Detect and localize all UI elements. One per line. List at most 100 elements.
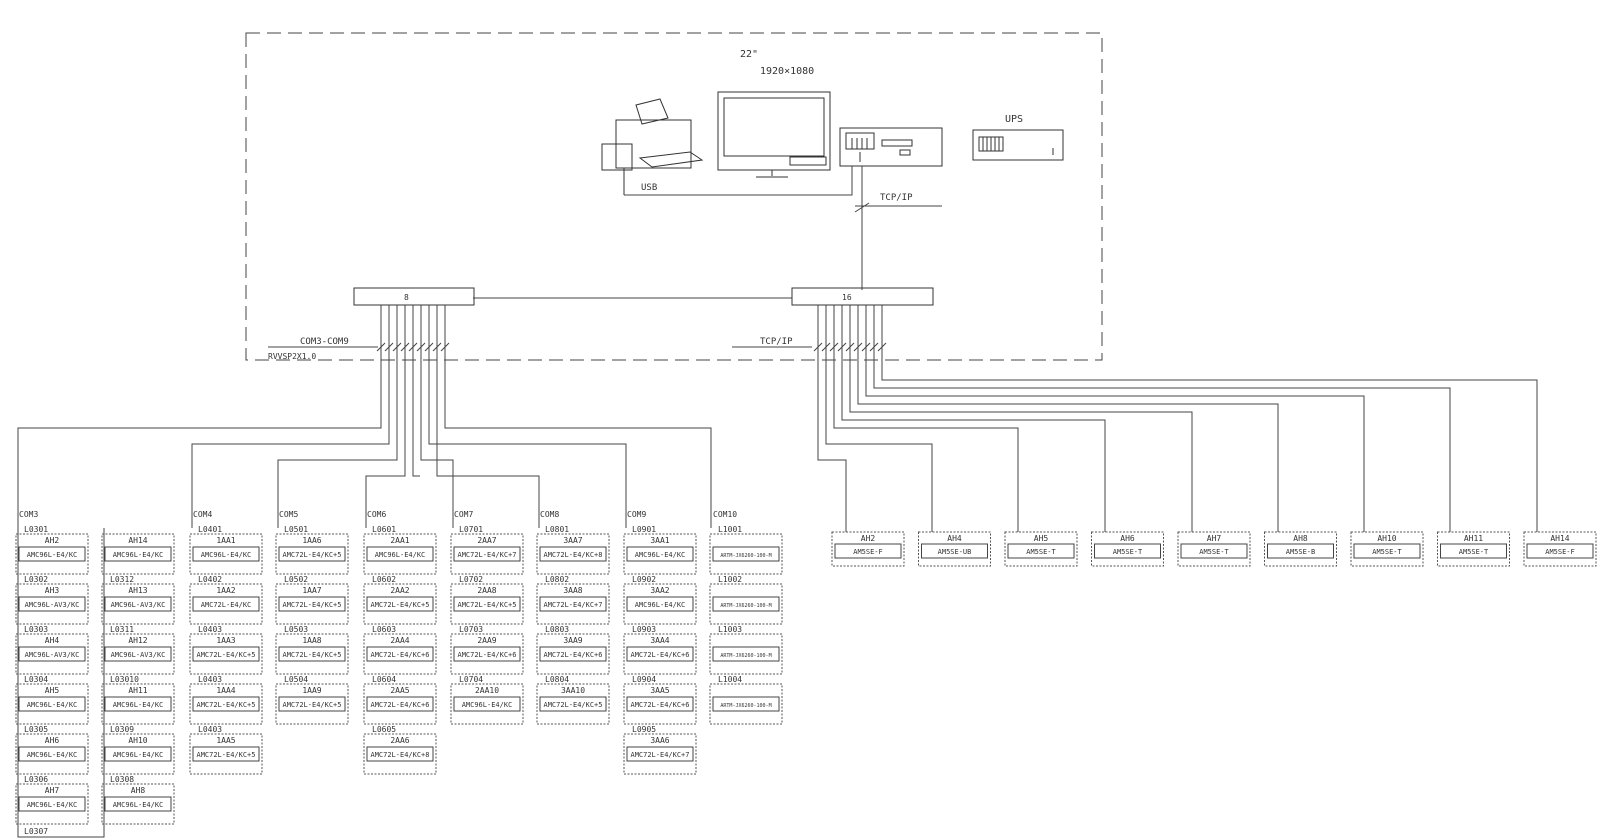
meter-model-box: [626, 596, 694, 612]
meter-tag: AH3: [45, 586, 60, 595]
meter-model: AMC72L-E4/KC+6: [370, 651, 429, 659]
monitoring-room-boundary: [245, 32, 1103, 361]
loop-code: L0304: [24, 675, 48, 684]
meter-tag: AH11: [128, 686, 147, 695]
meter-model: AMC96L-E4/KC: [375, 551, 426, 559]
loop-code: L0902: [632, 575, 656, 584]
meter-card-frame: [536, 683, 610, 725]
ethernet-switch-label: 16: [842, 293, 852, 302]
ups-icon: [972, 129, 1064, 161]
meter-model-box: [278, 546, 346, 562]
meter-card-frame: [101, 633, 175, 675]
device-model-box: [921, 543, 988, 559]
device-card-frame: [918, 531, 991, 567]
meter-model: AMC96L-E4/KC: [462, 701, 513, 709]
top-wiring: [473, 166, 942, 299]
device-model: AM5SE-T: [1026, 548, 1056, 556]
meter-tag: AH2: [45, 536, 60, 545]
meter-tag: 1AA9: [302, 686, 321, 695]
meter-model-box: [104, 646, 172, 662]
meter-model-box: [539, 546, 607, 562]
host-computer-icon: [839, 127, 943, 167]
meter-model: AMC72L-E4/KC+5: [457, 601, 516, 609]
meter-model: AMC96L-E4/KC: [635, 601, 686, 609]
ups-label: UPS: [1005, 114, 1023, 125]
loop-code: L1002: [718, 575, 742, 584]
meter-tag: 2AA8: [477, 586, 496, 595]
meter-model-box: [104, 596, 172, 612]
meter-tag: AH10: [128, 736, 147, 745]
com-group-name: COM4: [193, 510, 212, 519]
device-card-frame: [1437, 531, 1510, 567]
meter-model-box: [453, 696, 521, 712]
meter-model-box: [712, 696, 780, 712]
meter-model: AMC72L-E4/KC: [201, 601, 252, 609]
meter-tag: 2AA9: [477, 636, 496, 645]
loop-code: L0605: [372, 725, 396, 734]
meter-tag: AH14: [128, 536, 147, 545]
meter-model: AMC72L-E4/KC+6: [630, 701, 689, 709]
ethernet-device-list: AH2AM5SE-FAH4AM5SE-UBAH5AM5SE-TAH6AM5SE-…: [831, 531, 1597, 567]
meter-tag: AH6: [45, 736, 60, 745]
device-tag: AH11: [1464, 534, 1483, 543]
com-group: COM4L04011AA1AMC96L-E4/KCL04021AA2AMC72L…: [189, 510, 263, 775]
device-model: AM5SE-T: [1459, 548, 1489, 556]
com-group-name: COM8: [540, 510, 559, 519]
meter-model-box: [712, 596, 780, 612]
meter-model-box: [104, 796, 172, 812]
loop-code: L0307: [24, 827, 48, 836]
loop-code: L1003: [718, 625, 742, 634]
meter-tag: 1AA1: [216, 536, 235, 545]
meter-model-box: [104, 696, 172, 712]
meter-tag: 1AA4: [216, 686, 235, 695]
meter-model-box: [278, 596, 346, 612]
loop-code: L0501: [284, 525, 308, 534]
meter-card-frame: [450, 633, 524, 675]
meter-tag: 3AA5: [650, 686, 669, 695]
meter-model-box: [626, 546, 694, 562]
loop-code: L0601: [372, 525, 396, 534]
device-model: AM5SE-T: [1113, 548, 1143, 556]
meter-model-box: [626, 696, 694, 712]
meter-card-frame: [450, 583, 524, 625]
meter-card-frame: [275, 533, 349, 575]
meter-card-frame: [101, 533, 175, 575]
loop-code: L0401: [198, 525, 222, 534]
meter-tag: AH12: [128, 636, 147, 645]
meter-model: AMC72L-E4/KC+5: [370, 601, 429, 609]
meter-model: AMC72L-E4/KC+5: [282, 601, 341, 609]
device-model-box: [1094, 543, 1161, 559]
meter-tag: 3AA10: [561, 686, 585, 695]
meter-tag: 1AA6: [302, 536, 321, 545]
meter-model: AMC72L-E4/KC+6: [630, 651, 689, 659]
loop-code: L03010: [110, 675, 139, 684]
com-group-name: COM3: [19, 510, 38, 519]
tcp-ip-label-top: TCP/IP: [880, 193, 913, 203]
meter-card-frame: [450, 683, 524, 725]
meter-model: AMC96L-E4/KC: [113, 701, 164, 709]
usb-label: USB: [641, 183, 657, 193]
monitor-icon: [717, 91, 831, 178]
meter-model: AMC72L-E4/KC+7: [543, 601, 602, 609]
com-group-name: COM9: [627, 510, 646, 519]
meter-card-frame: [101, 733, 175, 775]
meter-model: AMC72L-E4/KC+6: [543, 651, 602, 659]
device-card-frame: [1091, 531, 1164, 567]
meter-tag: AH13: [128, 586, 147, 595]
meter-model: AMC72L-E4/KC+8: [370, 751, 429, 759]
loop-code: L0702: [459, 575, 483, 584]
loop-code: L0312: [110, 575, 134, 584]
meter-card-frame: [536, 533, 610, 575]
meter-card-frame: [275, 633, 349, 675]
